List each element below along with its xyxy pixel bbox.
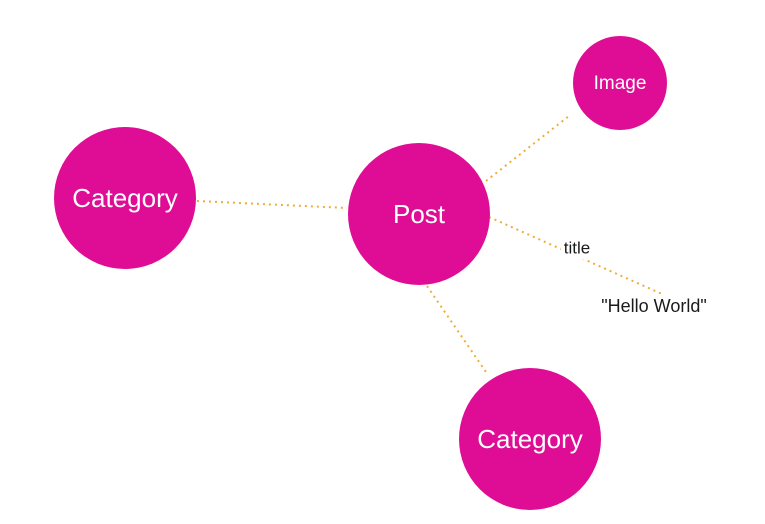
edge-post-to-category-bottom	[426, 285, 487, 373]
property-value-hello-world: "Hello World"	[598, 296, 710, 318]
node-label-post: Post	[392, 199, 446, 229]
edge-category-left-to-post	[196, 200, 348, 209]
node-label-category-bottom: Category	[477, 424, 583, 454]
edge-label-title: title	[560, 238, 594, 260]
node-label-image: Image	[593, 72, 647, 94]
node-category-bottom[interactable]: Category	[459, 368, 601, 510]
node-label-category-left: Category	[72, 183, 178, 213]
node-image[interactable]: Image	[573, 36, 667, 130]
node-category-left[interactable]: Category	[54, 127, 196, 269]
edge-post-to-image	[485, 115, 570, 182]
node-post[interactable]: Post	[348, 143, 490, 285]
